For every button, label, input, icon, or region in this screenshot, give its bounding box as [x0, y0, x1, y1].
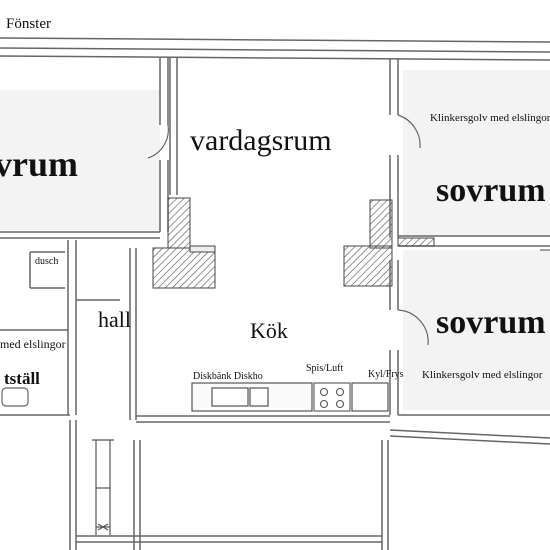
- kitchen-counter: [191, 382, 313, 412]
- room-fill-bedroom-top: [403, 70, 550, 235]
- chimney-left: [152, 197, 216, 289]
- sink-basin: [1, 387, 29, 407]
- door-arc-left-bedroom: [147, 124, 169, 159]
- label-tile-floor-bottom: Klinkersgolv med elslingor: [422, 369, 543, 381]
- label-heating-left: med elslingor: [0, 337, 66, 351]
- label-washstand: tställ: [4, 369, 40, 388]
- stove: [313, 382, 351, 412]
- label-bedroom-top: sovrum: [436, 172, 546, 209]
- entry-steps: [92, 439, 114, 535]
- door-arc-bedroom-mid: [397, 309, 429, 346]
- outer-wall-top: [0, 37, 550, 61]
- chimney-right: [343, 199, 435, 287]
- lower-walls: [0, 414, 550, 550]
- label-hall: hall: [98, 307, 131, 332]
- room-fill-left: [0, 90, 160, 230]
- label-shower: dusch: [35, 256, 59, 267]
- label-window: Fönster: [6, 16, 51, 32]
- door-arc-bedroom-top: [397, 114, 421, 149]
- label-sink: Diskbänk Diskho: [193, 371, 263, 382]
- label-bedroom-left: vrum: [0, 144, 78, 184]
- label-tile-floor-top: Klinkersgolv med elslingor: [430, 112, 550, 124]
- fridge-freezer: [351, 382, 389, 412]
- label-kitchen: Kök: [250, 318, 288, 343]
- wall-living-left: [169, 58, 178, 195]
- hall-walls: [76, 248, 137, 420]
- label-bedroom-mid: sovrum: [436, 304, 546, 341]
- bathroom-walls: [0, 240, 77, 415]
- room-fill-bedroom-mid: [403, 250, 550, 410]
- label-fridge: Kyl/Frys: [368, 369, 404, 380]
- label-stove: Spis/Luft: [306, 363, 344, 374]
- label-living-room: vardagsrum: [190, 124, 332, 157]
